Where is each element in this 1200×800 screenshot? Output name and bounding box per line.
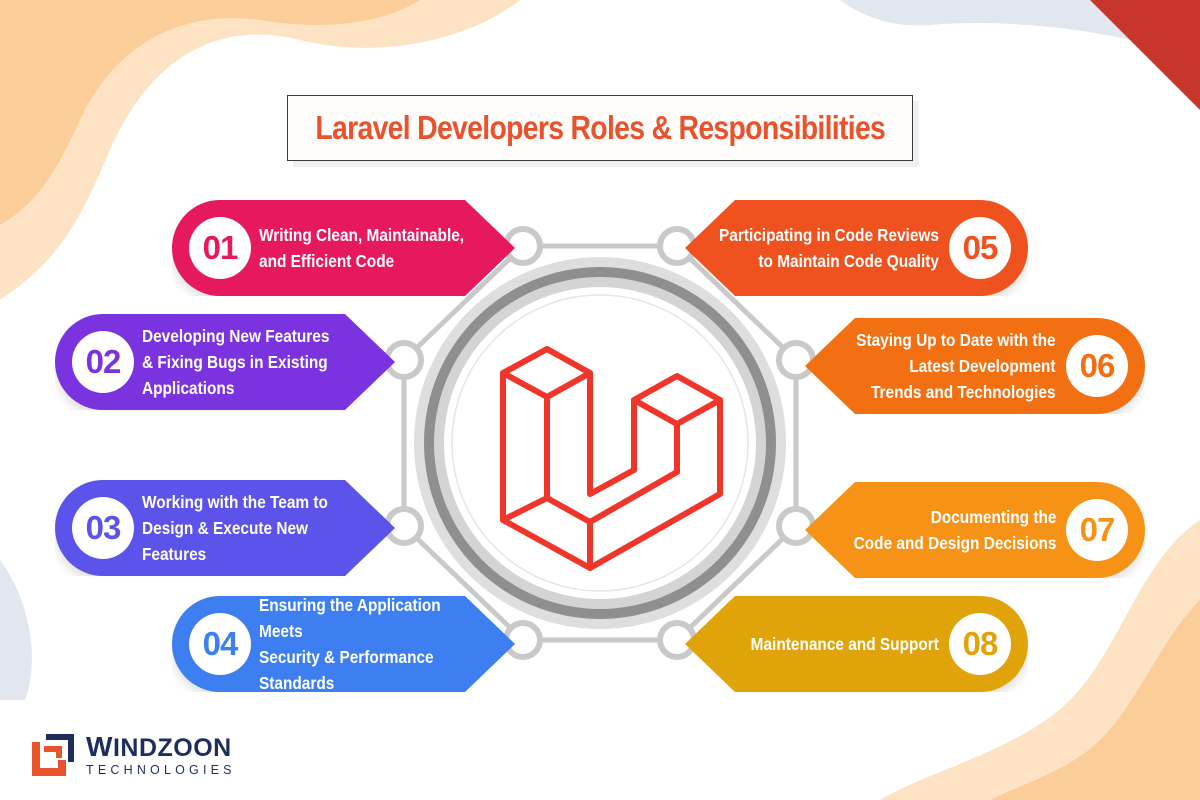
- role-item-07: Documenting the Code and Design Decision…: [805, 482, 1145, 578]
- role-number-01: 01: [189, 217, 251, 279]
- role-number-07: 07: [1066, 499, 1128, 561]
- role-item-03: 03 Working with the Team to Design & Exe…: [55, 480, 395, 576]
- hub-face: [444, 287, 756, 599]
- role-item-05: Participating in Code Reviews to Maintai…: [685, 200, 1028, 296]
- windzoon-logo-icon: [32, 734, 74, 776]
- laravel-logo-icon: [500, 346, 723, 571]
- title-box: Laravel Developers Roles & Responsibilit…: [287, 95, 913, 161]
- brand-name-initial: W: [86, 730, 113, 762]
- role-item-02: 02 Developing New Features & Fixing Bugs…: [55, 314, 395, 410]
- brand-subtitle: TECHNOLOGIES: [86, 762, 236, 777]
- bottom-left-wave: [0, 560, 32, 700]
- role-number-02: 02: [72, 331, 134, 393]
- role-text-03: Working with the Team to Design & Execut…: [142, 492, 328, 564]
- brand-text: WINDZOON TECHNOLOGIES: [86, 730, 236, 777]
- role-text-05: Participating in Code Reviews to Maintai…: [719, 225, 939, 271]
- top-right-corner: [1090, 0, 1200, 110]
- role-text-02: Developing New Features & Fixing Bugs in…: [142, 326, 330, 398]
- connector-lines: [401, 243, 799, 643]
- role-number-03: 03: [72, 497, 134, 559]
- top-left-wave: [0, 0, 520, 300]
- role-item-04: 04 Ensuring the Application Meets Securi…: [172, 596, 515, 692]
- role-text-06: Staying Up to Date with the Latest Devel…: [856, 330, 1056, 402]
- brand-name: WINDZOON: [86, 730, 236, 762]
- role-item-01: 01 Writing Clean, Maintainable, and Effi…: [172, 200, 515, 296]
- page-title: Laravel Developers Roles & Responsibilit…: [315, 109, 885, 146]
- role-number-05: 05: [949, 217, 1011, 279]
- role-text-01: Writing Clean, Maintainable, and Efficie…: [259, 225, 465, 271]
- role-number-06: 06: [1066, 335, 1128, 397]
- brand-logo: WINDZOON TECHNOLOGIES: [28, 730, 236, 780]
- role-item-06: Staying Up to Date with the Latest Devel…: [805, 318, 1145, 414]
- role-text-08: Maintenance and Support: [750, 634, 939, 654]
- role-text-04: Ensuring the Application Meets Security …: [259, 595, 441, 693]
- brand-name-rest: INDZOON: [112, 733, 232, 762]
- top-left-wave-inner: [0, 0, 420, 225]
- role-item-08: Maintenance and Support 08: [685, 596, 1028, 692]
- role-text-07: Documenting the Code and Design Decision…: [853, 507, 1056, 553]
- bottom-right-wave-inner: [990, 600, 1200, 800]
- role-number-04: 04: [189, 613, 251, 675]
- hub-face-line: [451, 294, 749, 592]
- role-number-08: 08: [949, 613, 1011, 675]
